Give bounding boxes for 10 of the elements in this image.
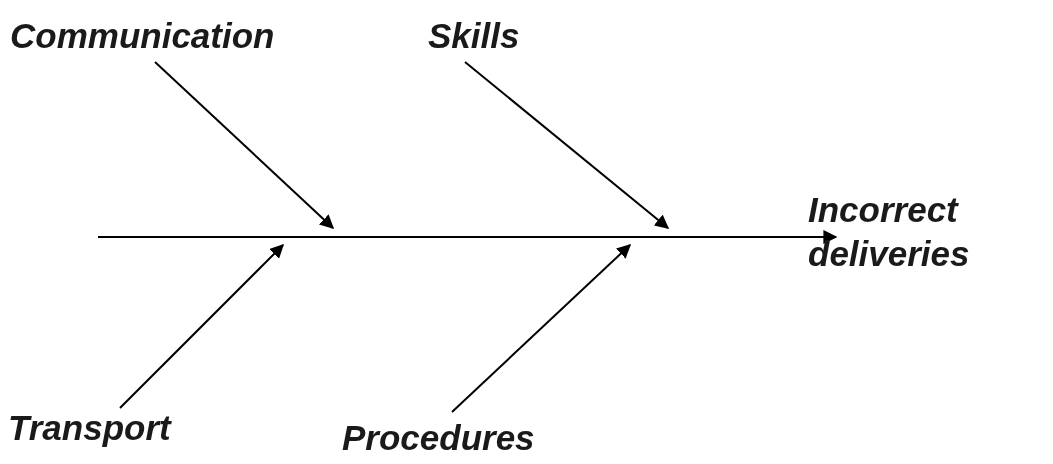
cause-label: Skills <box>428 14 553 58</box>
cause-label: Transport <box>8 406 238 450</box>
cause-label: Procedures <box>342 416 562 460</box>
cause-arrow <box>119 244 284 409</box>
cause-arrow <box>154 61 334 229</box>
spine-arrow <box>97 230 838 244</box>
cause-arrow <box>464 61 670 229</box>
cause-arrow <box>451 244 631 413</box>
effect-label: Incorrect deliveries <box>808 188 1048 276</box>
cause-label: Communication <box>10 14 360 58</box>
